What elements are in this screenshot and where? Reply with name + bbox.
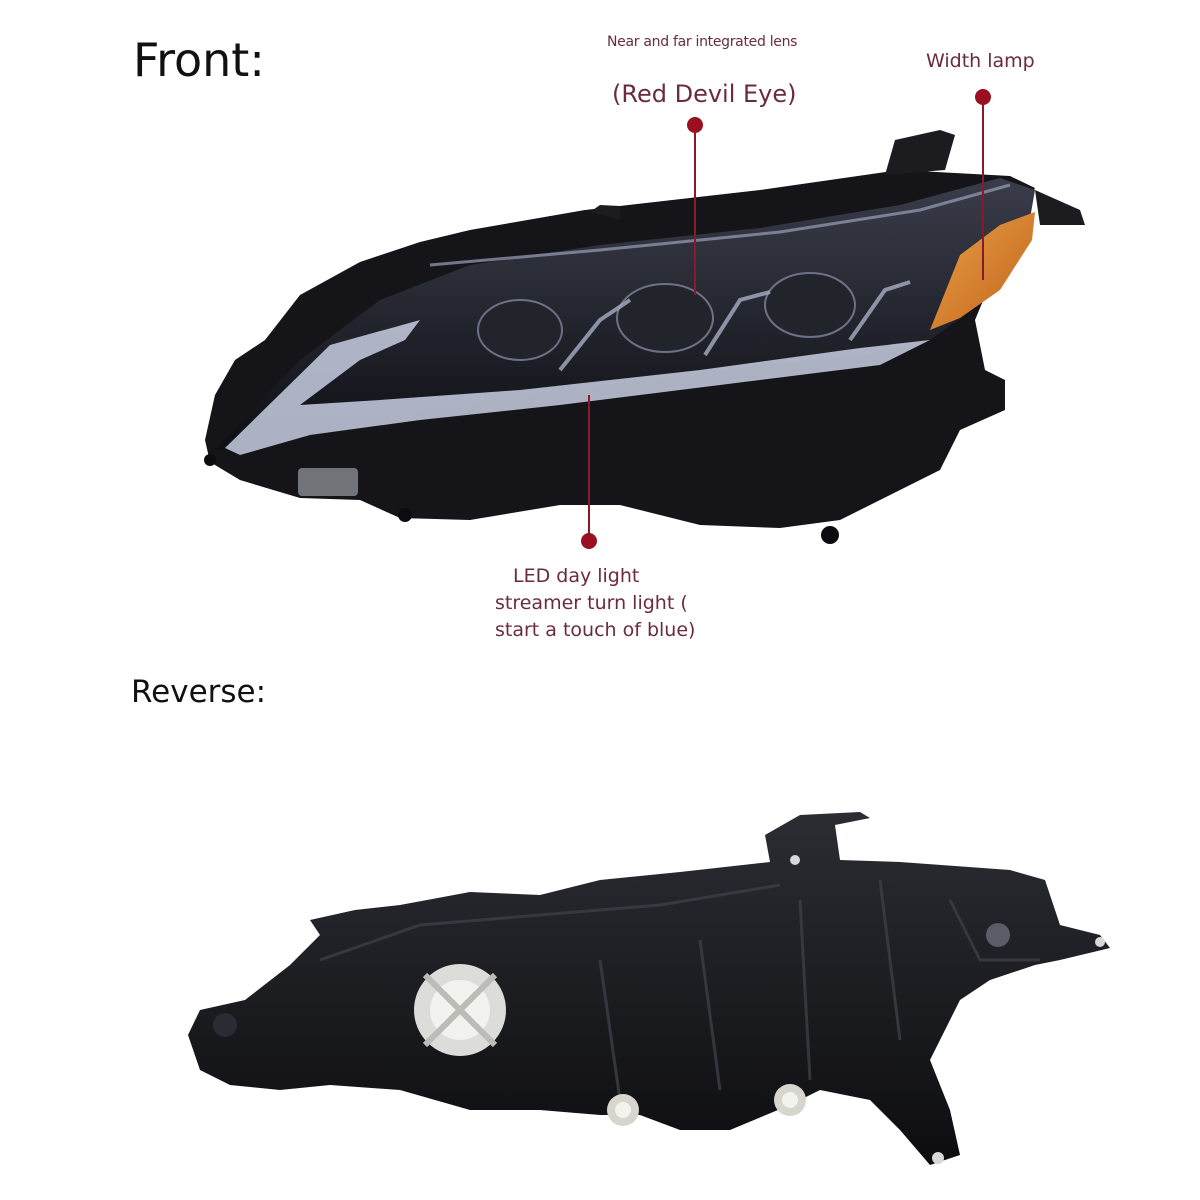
led-caption-line-2: streamer turn light ( xyxy=(495,592,688,614)
led-caption-line-3: start a touch of blue) xyxy=(495,619,696,641)
width-lamp-marker xyxy=(975,89,991,105)
reverse-heading: Reverse: xyxy=(131,674,267,710)
width-lamp-label: Width lamp xyxy=(926,50,1035,72)
front-drl-strip xyxy=(225,320,930,455)
lens-marker xyxy=(687,117,703,133)
led-caption-line-1: LED day light xyxy=(513,565,640,587)
led-marker xyxy=(581,533,597,549)
front-heading: Front: xyxy=(133,33,265,87)
lens-caption: Near and far integrated lens xyxy=(607,34,798,50)
lens-name-label: (Red Devil Eye) xyxy=(612,80,797,108)
projector-modules xyxy=(477,272,856,361)
led-daylight-caption: LED day light streamer turn light ( star… xyxy=(495,563,695,644)
